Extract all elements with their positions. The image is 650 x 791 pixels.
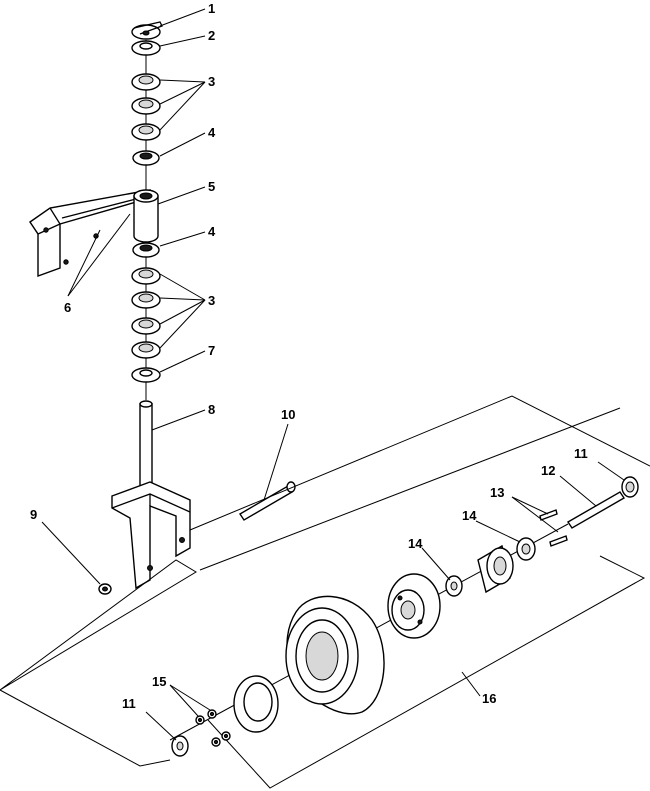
callout-11-left: 11: [122, 696, 136, 711]
callout-14-left: 14: [408, 536, 423, 551]
callout-11-right: 11: [574, 446, 588, 461]
callout-7: 7: [208, 343, 215, 358]
part-11-end-washer-left: [171, 735, 189, 757]
callout-15: 15: [152, 674, 166, 689]
tire: [285, 595, 385, 715]
callout-2: 2: [208, 28, 215, 43]
part-8-caster-fork: [111, 400, 191, 590]
part-3-bearings-upper: [131, 73, 161, 141]
callout-1: 1: [208, 1, 215, 16]
part-3-bearings-lower: [131, 267, 161, 359]
wheel-rim-left: [233, 675, 279, 733]
callout-4-upper: 4: [208, 125, 216, 140]
leader-lines: [41, 8, 625, 741]
part-6-mounting-bracket: [29, 189, 151, 277]
callout-5: 5: [208, 179, 215, 194]
callout-13: 13: [490, 485, 504, 500]
callout-14-right: 14: [462, 508, 477, 523]
callout-10: 10: [281, 407, 295, 422]
callout-12: 12: [541, 463, 555, 478]
callout-3-upper: 3: [208, 74, 215, 89]
part-7-washer: [131, 367, 161, 383]
part-4-bushing-lower: [132, 242, 160, 258]
part-15-nuts: [195, 709, 231, 747]
callout-9: 9: [30, 507, 37, 522]
part-10-bolt: [239, 481, 296, 521]
callout-8: 8: [208, 402, 215, 417]
callout-3-lower: 3: [208, 293, 215, 308]
callout-labels: 1 2 3 4 5 4 6 3 7 8 9 10 11 12 13 14 14 …: [30, 1, 588, 711]
part-14-spacer-left: [445, 575, 463, 597]
part-5-pivot-tube: [133, 189, 159, 243]
callout-16: 16: [482, 691, 496, 706]
part-9-nut: [98, 583, 112, 595]
wheel-rim-right: [387, 573, 441, 639]
wheel-hub: [477, 544, 514, 594]
callout-6: 6: [64, 300, 71, 315]
part-2-washer: [131, 40, 161, 56]
part-4-bushing-upper: [132, 150, 160, 166]
callout-4-lower: 4: [208, 224, 216, 239]
part-1-clip: [131, 21, 163, 40]
part-14-bearing-right: [516, 537, 536, 561]
part-13-bolts: [539, 509, 568, 547]
wheel-assembly-outline: [0, 395, 650, 789]
part-11-end-washer-right: [621, 476, 639, 498]
